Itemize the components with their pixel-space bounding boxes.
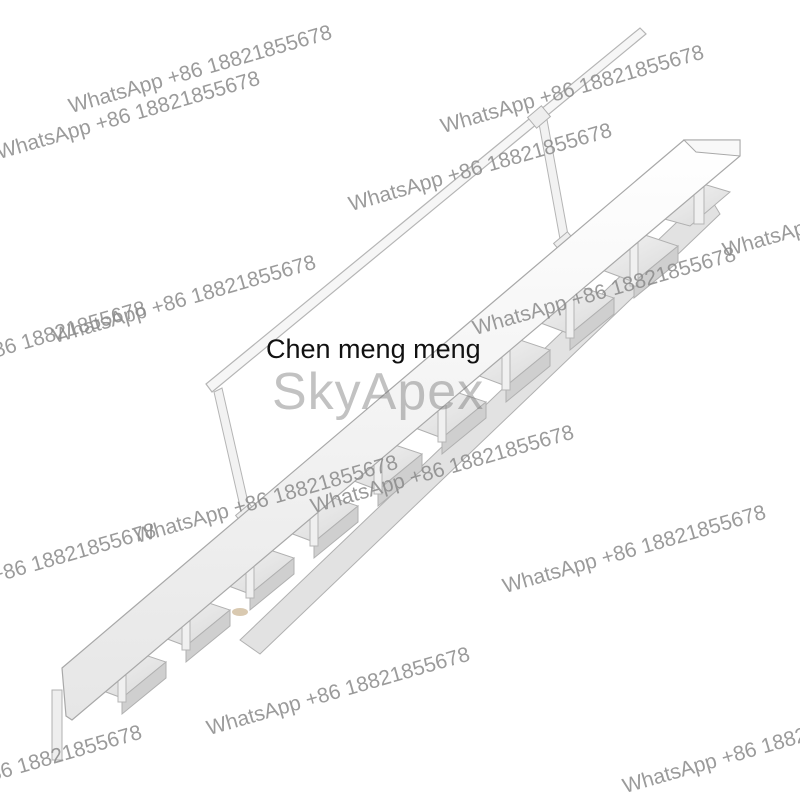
front-stringer [51, 139, 741, 761]
caption-text: Chen meng meng [266, 334, 481, 364]
floor-spot [232, 608, 248, 616]
brand-watermark: SkyApex [272, 363, 485, 421]
